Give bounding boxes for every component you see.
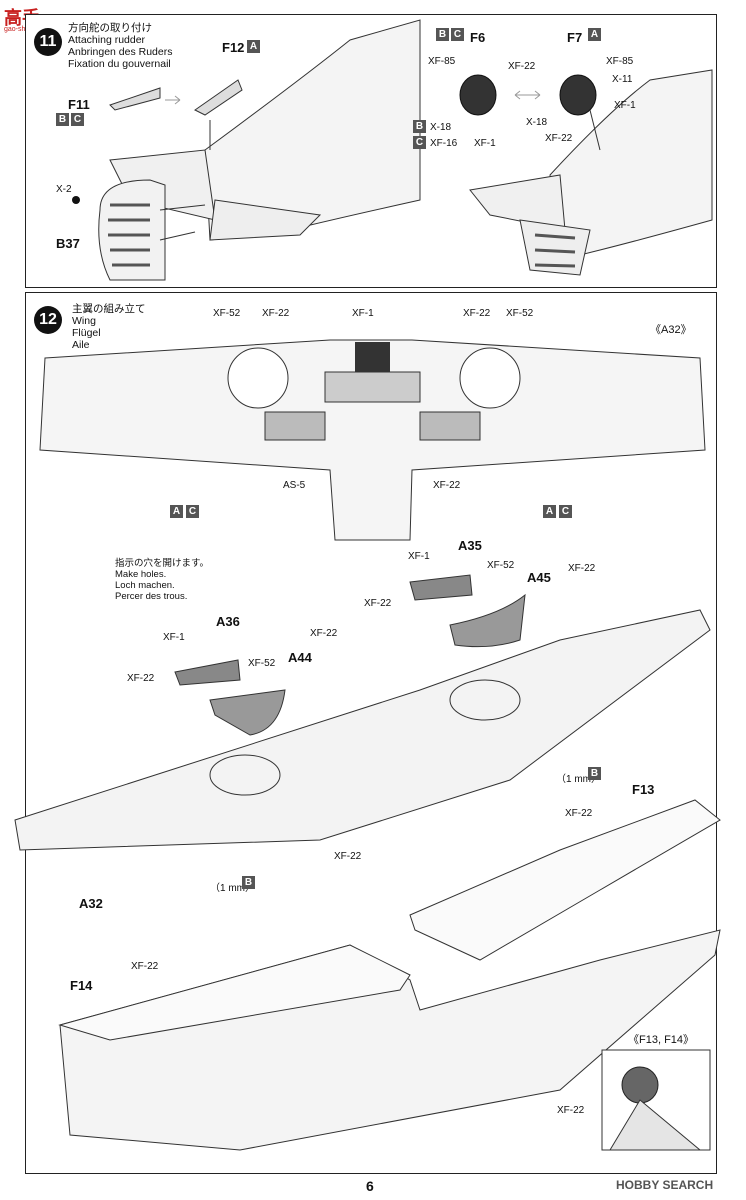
top-xf22a: XF-22 xyxy=(262,308,290,319)
mid-xf22e: XF-22 xyxy=(334,851,362,862)
box-a1: A xyxy=(247,40,260,53)
part-b37: B37 xyxy=(56,236,80,251)
mid-xf22a: XF-22 xyxy=(568,563,596,574)
box-a2: A xyxy=(588,28,601,41)
ref-f13-f14: 《F13, F14》 xyxy=(628,1034,695,1046)
top-xf22b: XF-22 xyxy=(463,308,491,319)
mid-box-b1: B xyxy=(588,767,601,780)
step12-number: 12 xyxy=(34,306,62,334)
page-number: 6 xyxy=(366,1178,374,1194)
mid-xf22c: XF-22 xyxy=(310,628,338,639)
box-c1: C xyxy=(71,113,84,126)
top-xf1: XF-1 xyxy=(352,308,374,319)
part-f12: F12 xyxy=(222,40,245,55)
mid-xf1b: XF-1 xyxy=(163,632,185,643)
color-x11: X-11 xyxy=(612,74,633,85)
step12-title: 主翼の組み立て Wing Flügel Aile xyxy=(72,303,146,351)
top-xf52b: XF-52 xyxy=(506,308,534,319)
bottom-xf22b: XF-22 xyxy=(131,961,159,972)
top-box-a2: A xyxy=(543,505,556,518)
color-x18: X-18 xyxy=(430,122,452,133)
mid-xf52b: XF-52 xyxy=(248,658,276,669)
color-xf22a: XF-22 xyxy=(508,61,536,72)
part-f13: F13 xyxy=(632,782,655,797)
mid-box-b2: B xyxy=(242,876,255,889)
color-x18b: X-18 xyxy=(526,117,548,128)
part-a36: A36 xyxy=(216,614,240,629)
top-xf52a: XF-52 xyxy=(213,308,241,319)
part-f14: F14 xyxy=(70,978,93,993)
top-xf22c: XF-22 xyxy=(433,480,461,491)
mid-mm1: （1 mm） xyxy=(556,774,601,785)
step11-number: 11 xyxy=(34,28,62,56)
box-b3: B xyxy=(413,120,426,133)
top-box-a1: A xyxy=(170,505,183,518)
color-xf1b: XF-1 xyxy=(614,100,636,111)
mid-xf22b: XF-22 xyxy=(364,598,392,609)
box-b2: B xyxy=(436,28,449,41)
mid-xf22d: XF-22 xyxy=(127,673,155,684)
color-xf16: XF-16 xyxy=(430,138,458,149)
box-c3: C xyxy=(413,136,426,149)
mid-xf52a: XF-52 xyxy=(487,560,515,571)
top-as5: AS-5 xyxy=(283,480,306,491)
part-f7: F7 xyxy=(567,30,583,45)
color-xf22b: XF-22 xyxy=(545,133,573,144)
mid-xf1a: XF-1 xyxy=(408,551,430,562)
part-a44: A44 xyxy=(288,650,312,665)
bottom-xf22a: XF-22 xyxy=(565,808,593,819)
part-f11: F11 xyxy=(68,97,90,112)
part-a35: A35 xyxy=(458,538,482,553)
color-xf1a: XF-1 xyxy=(474,138,496,149)
top-box-c2: C xyxy=(559,505,572,518)
ref-a32: 《A32》 xyxy=(650,324,692,336)
color-xf85b: XF-85 xyxy=(606,56,634,67)
step11-title: 方向舵の取り付け Attaching rudder Anbringen des … xyxy=(68,22,173,70)
box-c2: C xyxy=(451,28,464,41)
part-f6: F6 xyxy=(470,30,486,45)
top-box-c1: C xyxy=(186,505,199,518)
footer-brand: HOBBY SEARCH xyxy=(616,1178,714,1192)
part-a45: A45 xyxy=(527,570,551,585)
color-x2: X-2 xyxy=(56,184,72,195)
box-b1: B xyxy=(56,113,69,126)
mid-mm2: （1 mm） xyxy=(210,883,255,894)
color-xf85a: XF-85 xyxy=(428,56,456,67)
drill-note: 指示の穴を開けます。 Make holes. Loch machen. Perc… xyxy=(115,558,210,602)
bottom-xf22c: XF-22 xyxy=(557,1105,585,1116)
part-a32: A32 xyxy=(79,896,103,911)
